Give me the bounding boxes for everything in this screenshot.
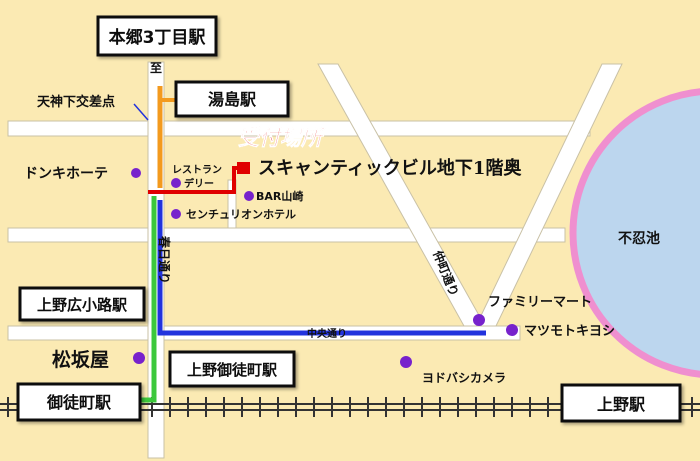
shinobazu-pond — [569, 88, 700, 378]
green-line — [140, 196, 157, 403]
matsumoto-dot — [506, 324, 518, 336]
station-hongo3-label: 本郷3丁目駅 — [109, 27, 207, 48]
family-mart-dot — [473, 314, 485, 326]
itaru-label: 至 — [150, 61, 162, 75]
reception-title: 受付場所 — [238, 125, 326, 150]
matsuzakaya-label: 松坂屋 — [52, 348, 109, 371]
road-horizontal-2 — [7, 227, 566, 243]
tenjinshita-pointer — [133, 103, 149, 121]
road-diagonal-right — [475, 63, 623, 327]
chuo-dori-label: 中央通り — [307, 327, 347, 340]
yodobashi-label: ヨドバシカメラ — [422, 371, 506, 385]
shinobazu-label: 不忍池 — [618, 230, 660, 247]
donki-dot — [131, 168, 141, 178]
restaurant-label-2: デリー — [184, 177, 214, 190]
reception-location: スキャンティックビル地下1階奥 — [258, 157, 522, 179]
kasuga-dori-label: 春日通り — [157, 235, 172, 284]
station-yushima-label: 湯島駅 — [208, 90, 257, 109]
station-ueno-label: 上野駅 — [597, 395, 646, 414]
bar-label: BAR山崎 — [256, 189, 303, 203]
station-ueno-okachimachi-label: 上野御徒町駅 — [187, 361, 278, 379]
family-mart-label: ファミリーマート — [488, 295, 592, 310]
century-dot — [171, 209, 181, 219]
station-ueno-hirokoji-label: 上野広小路駅 — [37, 296, 128, 314]
station-ueno-hirokoji: 上野広小路駅 — [18, 286, 146, 322]
blue-line — [157, 200, 486, 336]
bar-dot — [244, 191, 254, 201]
matsumoto-label: マツモトキヨシ — [524, 324, 615, 339]
roads — [7, 61, 623, 459]
donki-label: ドンキホーテ — [24, 166, 108, 182]
century-label: センチュリオンホテル — [186, 208, 296, 221]
reception-marker — [237, 162, 250, 174]
station-ueno: 上野駅 — [560, 383, 682, 423]
station-ueno-okachimachi: 上野御徒町駅 — [168, 350, 296, 388]
road-diagonal-nakacho — [317, 63, 486, 327]
matsuzakaya-dot — [133, 352, 145, 364]
yodobashi-dot — [400, 356, 412, 368]
station-okachimachi-label: 御徒町駅 — [46, 393, 112, 412]
restaurant-label-1: レストラン — [172, 164, 222, 176]
tenjinshita-label: 天神下交差点 — [37, 94, 115, 110]
station-okachimachi: 御徒町駅 — [16, 382, 142, 422]
station-hongo3: 本郷3丁目駅 — [96, 15, 218, 57]
restaurant-dot — [171, 178, 181, 188]
station-yushima: 湯島駅 — [174, 80, 290, 118]
